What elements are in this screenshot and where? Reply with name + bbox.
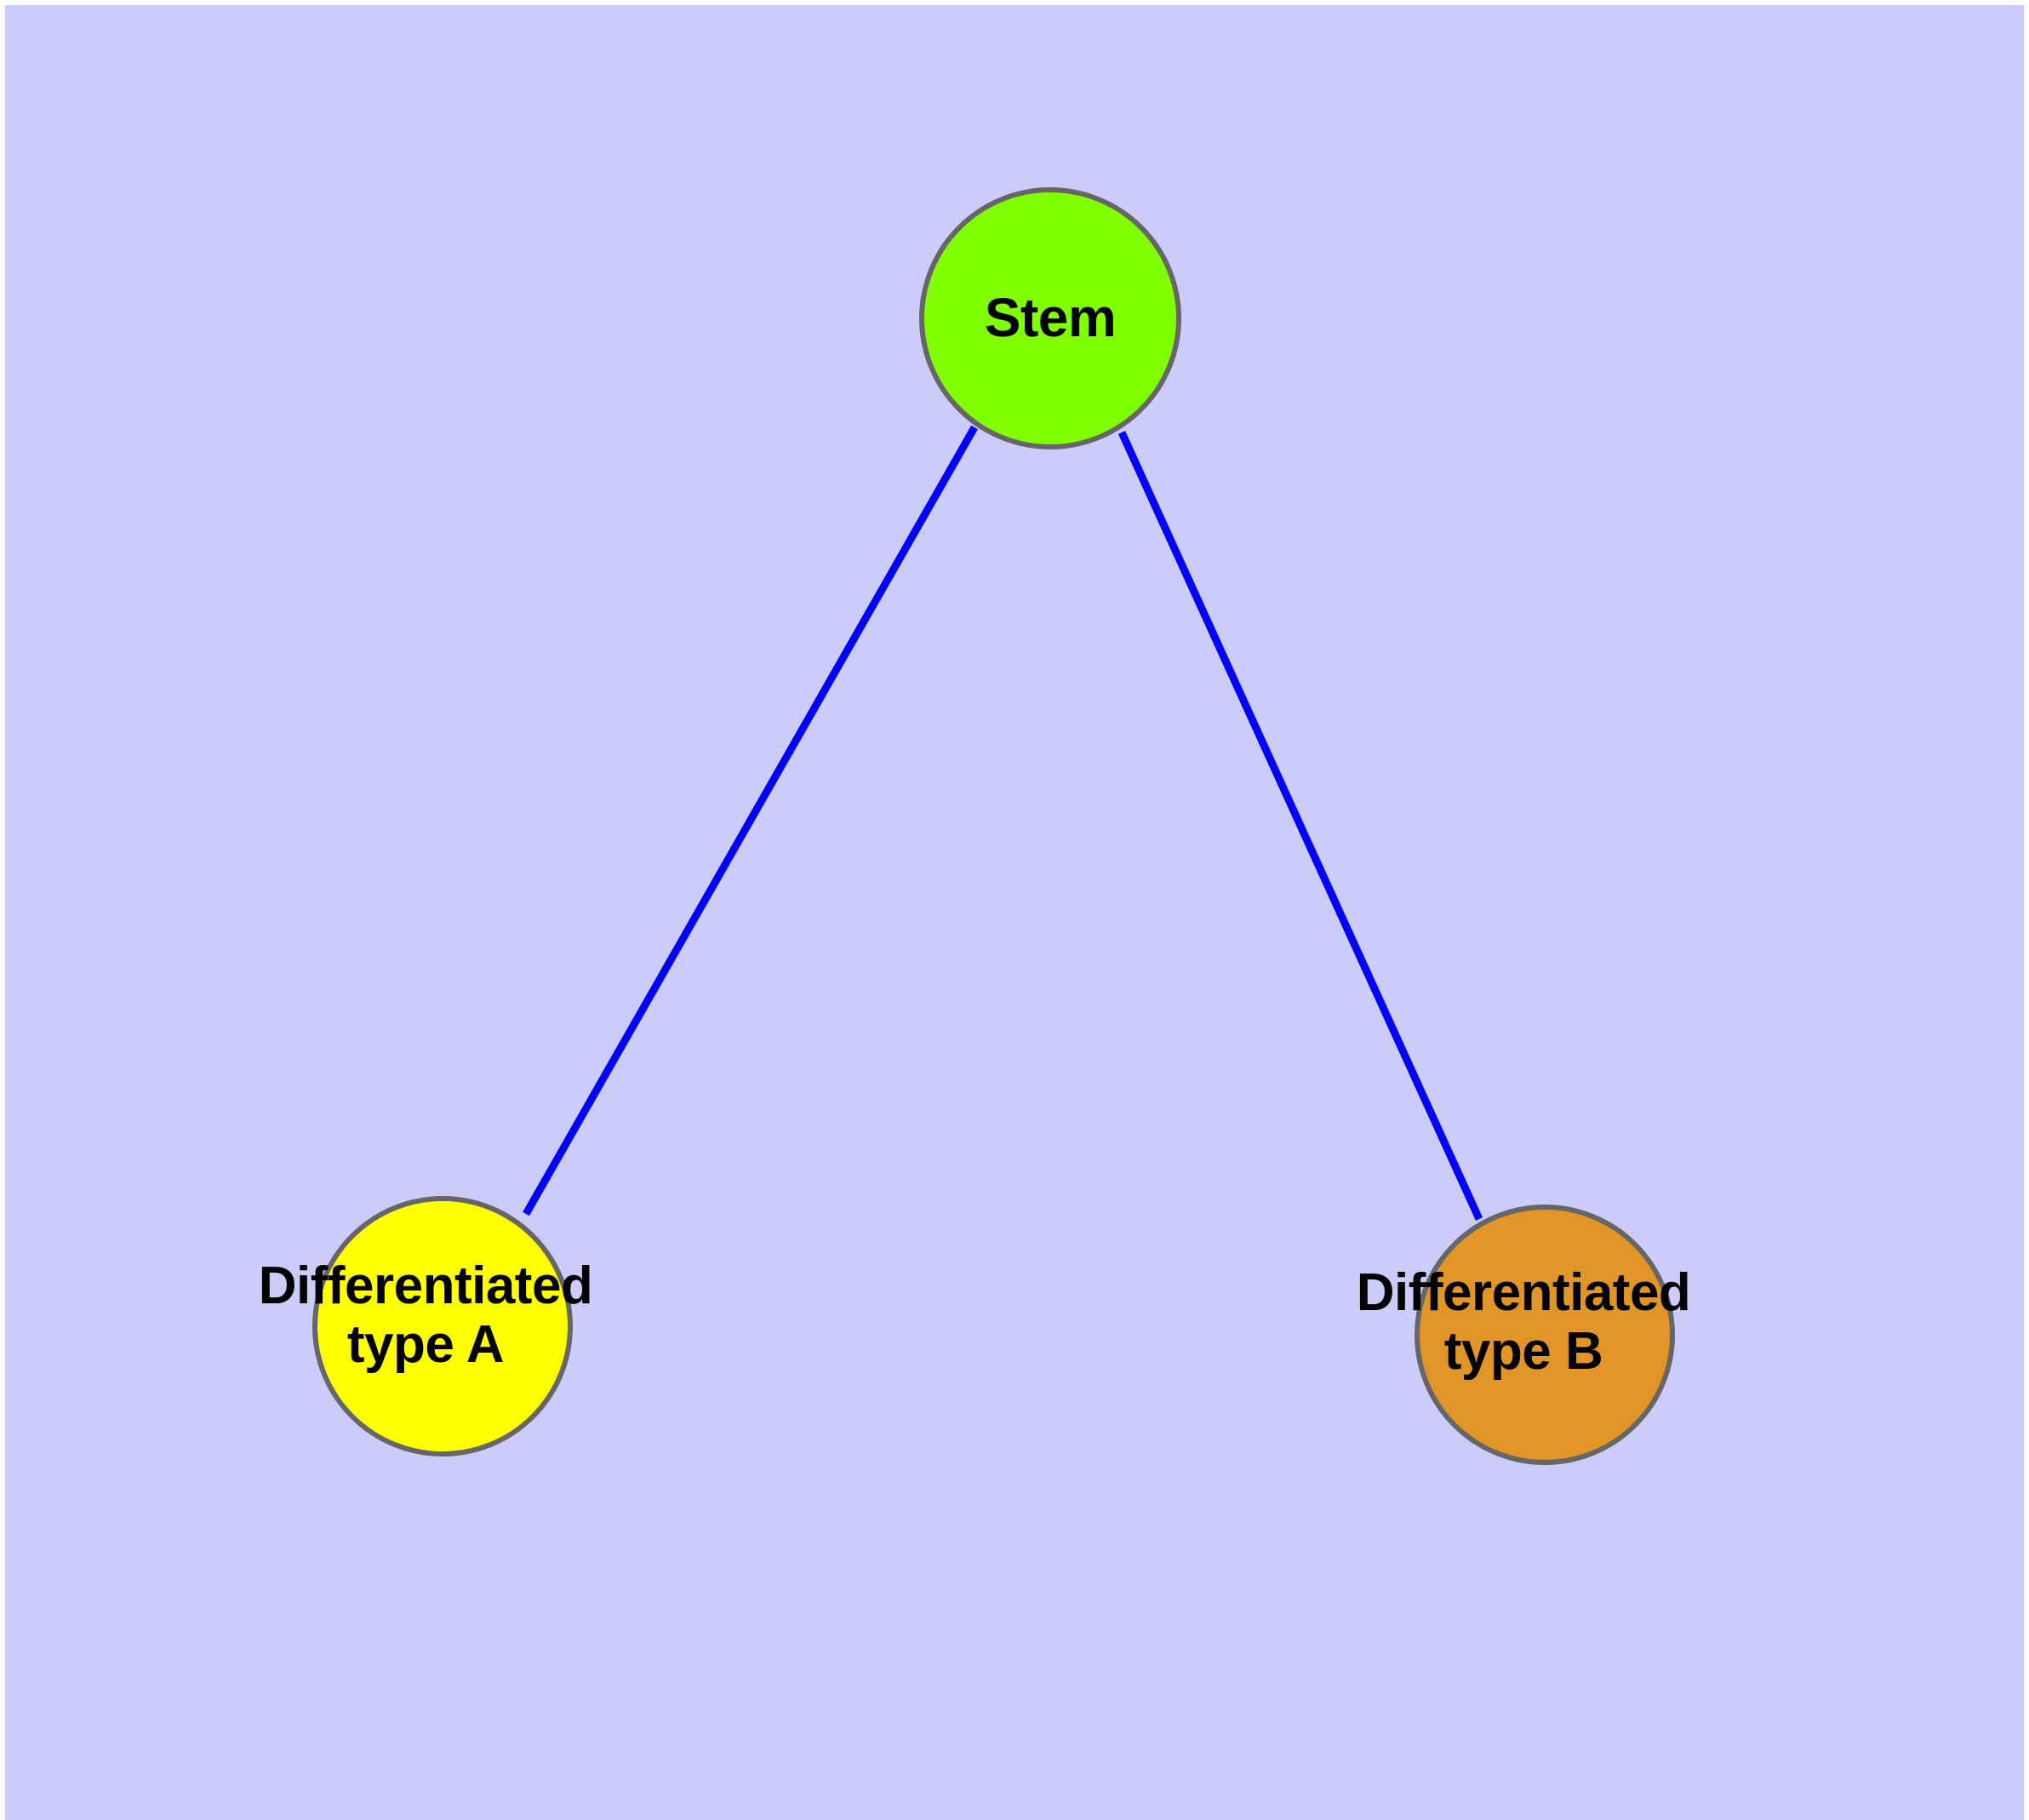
edge-stem-to-diff-a: [523, 425, 978, 1216]
node-differentiated-type-b[interactable]: [1415, 1205, 1675, 1465]
edge-stem-to-diff-b: [1117, 431, 1483, 1221]
node-stem[interactable]: [919, 187, 1181, 449]
node-differentiated-type-a[interactable]: [312, 1196, 573, 1457]
nodes-group: [312, 187, 1675, 1465]
edges-group: [523, 425, 1483, 1221]
